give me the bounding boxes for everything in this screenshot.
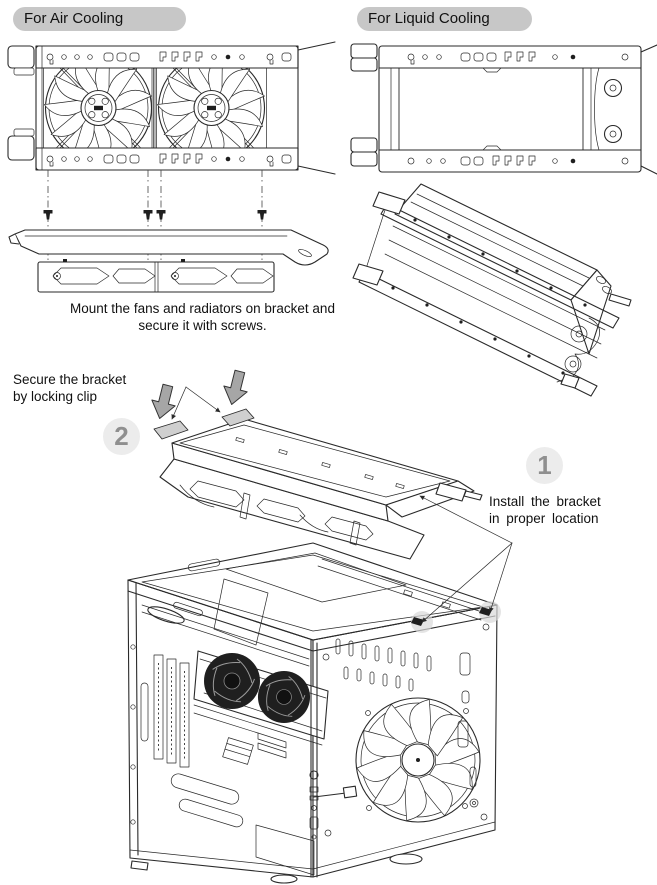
- bracket-left-tab-bottom: [7, 135, 35, 161]
- pc-case-isometric-figure: [127, 542, 501, 884]
- cable-routing-hole: [147, 606, 185, 624]
- step-1-number: 1: [537, 450, 552, 480]
- top-handle-slot: [187, 558, 221, 572]
- mount-caption: Mount the fans and radiators on bracket …: [20, 300, 385, 334]
- install-caption-line2: in proper location: [489, 511, 599, 526]
- radiator-on-bracket-figure: [352, 183, 632, 397]
- grommet-top: [603, 78, 623, 98]
- usb-port: [309, 786, 319, 793]
- screws: [43, 210, 267, 220]
- install-caption: Install the bracket in proper location: [489, 493, 601, 527]
- secure-caption-line1: Secure the bracket: [13, 372, 127, 387]
- front-mesh: [255, 824, 315, 876]
- install-caption-line1: Install the bracket: [489, 494, 601, 509]
- drive-bay-slots: [170, 773, 244, 828]
- step-2-badge: 2: [103, 418, 140, 455]
- liquid-cooling-header: For Liquid Cooling: [357, 7, 532, 31]
- side-panel-cutouts: [457, 652, 479, 808]
- bracket-tab-bottom: [352, 263, 384, 286]
- locking-clip-right: [221, 408, 255, 427]
- fan-bracket-front-figure: [7, 41, 336, 182]
- bracket-rails: [358, 203, 620, 397]
- right-lock-pin: [463, 490, 483, 501]
- liquid-cooling-header-label: For Liquid Cooling: [368, 10, 490, 27]
- step-1-badge: 1: [526, 447, 563, 484]
- bracket-locking-clip-figure: [147, 368, 483, 560]
- mount-caption-line1: Mount the fans and radiators on bracket …: [70, 301, 335, 316]
- press-arrow-right: [219, 368, 253, 408]
- step-2-number: 2: [114, 421, 129, 451]
- right-lock-tab: [435, 482, 467, 502]
- air-cooling-header: For Air Cooling: [13, 7, 186, 31]
- radiator-mount-slots: [335, 638, 432, 692]
- screws-exploded-side-figure: [8, 186, 329, 293]
- pci-slot-covers: [153, 654, 190, 768]
- case-foot: [389, 853, 423, 865]
- locking-clip-left: [153, 420, 189, 440]
- bracket-left-tab-bottom: [350, 137, 378, 153]
- case-foot: [270, 874, 298, 884]
- case-side-fan: [355, 694, 481, 826]
- bracket-left-tab-top: [350, 43, 378, 59]
- usb-port: [309, 795, 319, 801]
- secure-caption: Secure the bracket by locking clip: [13, 371, 126, 405]
- secure-caption-line2: by locking clip: [13, 389, 98, 404]
- bracket-left-tab-top: [7, 45, 35, 69]
- grommet-bottom: [603, 124, 623, 144]
- mount-caption-line2: secure it with screws.: [138, 318, 267, 333]
- power-button: [309, 770, 319, 780]
- graphics-card: [193, 650, 329, 740]
- press-arrow-left: [147, 382, 181, 422]
- bracket-tab-top: [372, 191, 406, 215]
- air-cooling-header-label: For Air Cooling: [24, 10, 124, 27]
- honeycomb-vent: [213, 578, 269, 646]
- install-callout-lines: [419, 495, 513, 623]
- front-io-panel: [309, 770, 319, 840]
- empty-bracket-front-figure: [350, 43, 657, 175]
- audio-jack: [311, 805, 317, 811]
- locking-pin: [608, 293, 632, 307]
- bracket-side-profile: [14, 229, 329, 266]
